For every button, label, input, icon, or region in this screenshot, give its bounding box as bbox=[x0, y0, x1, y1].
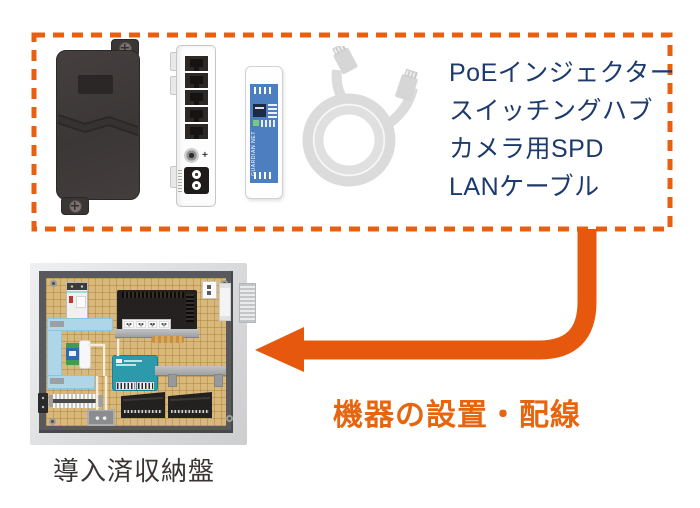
screw-icon bbox=[68, 199, 82, 213]
terminal-block-illustration bbox=[168, 392, 212, 418]
outlet-icon bbox=[159, 321, 169, 328]
equipment-item: スイッチングハブ bbox=[449, 97, 654, 125]
outlet-icon bbox=[147, 321, 158, 328]
lan-cable-illustration bbox=[302, 46, 418, 187]
rj45-port bbox=[185, 56, 208, 71]
spd-blue-panel: GUARDIAN NET bbox=[250, 84, 278, 183]
outlet-slot bbox=[207, 291, 211, 295]
outlet-icon bbox=[124, 321, 134, 328]
controller-text-line bbox=[116, 364, 136, 366]
terminal-end-cap bbox=[98, 395, 103, 407]
dc-jack-icon bbox=[184, 148, 199, 163]
spd-indicator-grid bbox=[268, 104, 277, 118]
spd-brand-label: GUARDIAN NET bbox=[251, 131, 257, 177]
vent-slots bbox=[186, 294, 194, 322]
dc-polarity-icon: + bbox=[202, 150, 208, 161]
rj45-connector-icon bbox=[395, 68, 418, 102]
duct-label bbox=[50, 378, 64, 384]
equipment-item: LANケーブル bbox=[449, 173, 600, 201]
junction-box bbox=[87, 409, 115, 426]
din-plate bbox=[79, 340, 91, 369]
equipment-list: PoEインジェクター スイッチングハブ カメラ用SPD LANケーブル bbox=[449, 54, 675, 206]
screw-icon bbox=[50, 280, 57, 287]
poe-mounting-tab-bottom bbox=[61, 197, 89, 215]
breaker-accent-line bbox=[67, 291, 87, 293]
outlet-icon bbox=[135, 321, 146, 328]
cabinet-caption: 導入済収納盤 bbox=[53, 456, 216, 486]
switching-hub-illustration: + bbox=[176, 45, 216, 207]
equipment-item: カメラ用SPD bbox=[449, 135, 604, 163]
spd-indicator-row bbox=[261, 120, 277, 127]
outlet-strip-illustration bbox=[122, 319, 171, 330]
vent-slots bbox=[122, 292, 184, 298]
rail-hanger bbox=[214, 374, 223, 387]
controller-terminals bbox=[116, 382, 136, 390]
rail-hanger bbox=[168, 374, 177, 387]
ac-pin bbox=[192, 170, 201, 179]
cabinet-wiring bbox=[88, 339, 120, 410]
breaker-label bbox=[76, 296, 86, 308]
poe-injector-illustration bbox=[56, 50, 140, 200]
equipment-dashed-border bbox=[31, 32, 673, 232]
poe-case-seam-lines bbox=[57, 114, 139, 136]
flow-arrow-shaft bbox=[300, 229, 597, 360]
relay-label bbox=[69, 351, 76, 356]
spd-green-led bbox=[253, 120, 259, 126]
rj45-port bbox=[185, 107, 208, 122]
breaker-switch bbox=[69, 296, 73, 303]
circuit-breaker-illustration bbox=[66, 282, 88, 321]
din-relay-illustration bbox=[66, 343, 79, 365]
rj45-port bbox=[185, 90, 208, 105]
rj45-port bbox=[185, 124, 208, 139]
terminal-end-cap bbox=[49, 395, 54, 407]
spd-terminal-row-top bbox=[254, 87, 273, 94]
screw-icon bbox=[226, 415, 233, 422]
controller-text-line bbox=[124, 360, 142, 362]
breaker-terminals bbox=[67, 283, 87, 290]
ac-inlet bbox=[184, 167, 209, 194]
flow-arrow-head bbox=[255, 327, 304, 372]
controller-terminals bbox=[137, 382, 154, 390]
rj45-connector-icon bbox=[332, 46, 358, 75]
hub-side-markings bbox=[178, 170, 182, 192]
mounting-rail bbox=[155, 366, 226, 376]
step-caption: 機器の設置・配線 bbox=[333, 399, 581, 432]
controller-logo bbox=[116, 359, 122, 363]
spd-illustration: GUARDIAN NET bbox=[245, 66, 283, 199]
equipment-item: PoEインジェクター bbox=[449, 59, 676, 87]
wood-strip bbox=[152, 336, 184, 343]
cabinet-illustration bbox=[30, 263, 256, 445]
ac-pin bbox=[192, 181, 201, 190]
comb-terminal-strip bbox=[53, 394, 99, 408]
spd-terminal-row-bottom bbox=[254, 172, 273, 179]
side-bracket bbox=[219, 283, 231, 321]
cable-gland bbox=[239, 283, 256, 323]
small-device bbox=[38, 393, 48, 413]
rj45-port bbox=[185, 73, 208, 88]
terminal-block-illustration bbox=[121, 392, 165, 418]
screw-icon bbox=[49, 418, 56, 425]
duct-label bbox=[50, 321, 64, 327]
controller-illustration bbox=[112, 355, 158, 391]
outlet-slot bbox=[207, 285, 211, 289]
poe-label-plate bbox=[78, 75, 113, 94]
spd-display bbox=[253, 104, 266, 117]
wall-outlet-illustration bbox=[202, 281, 217, 299]
